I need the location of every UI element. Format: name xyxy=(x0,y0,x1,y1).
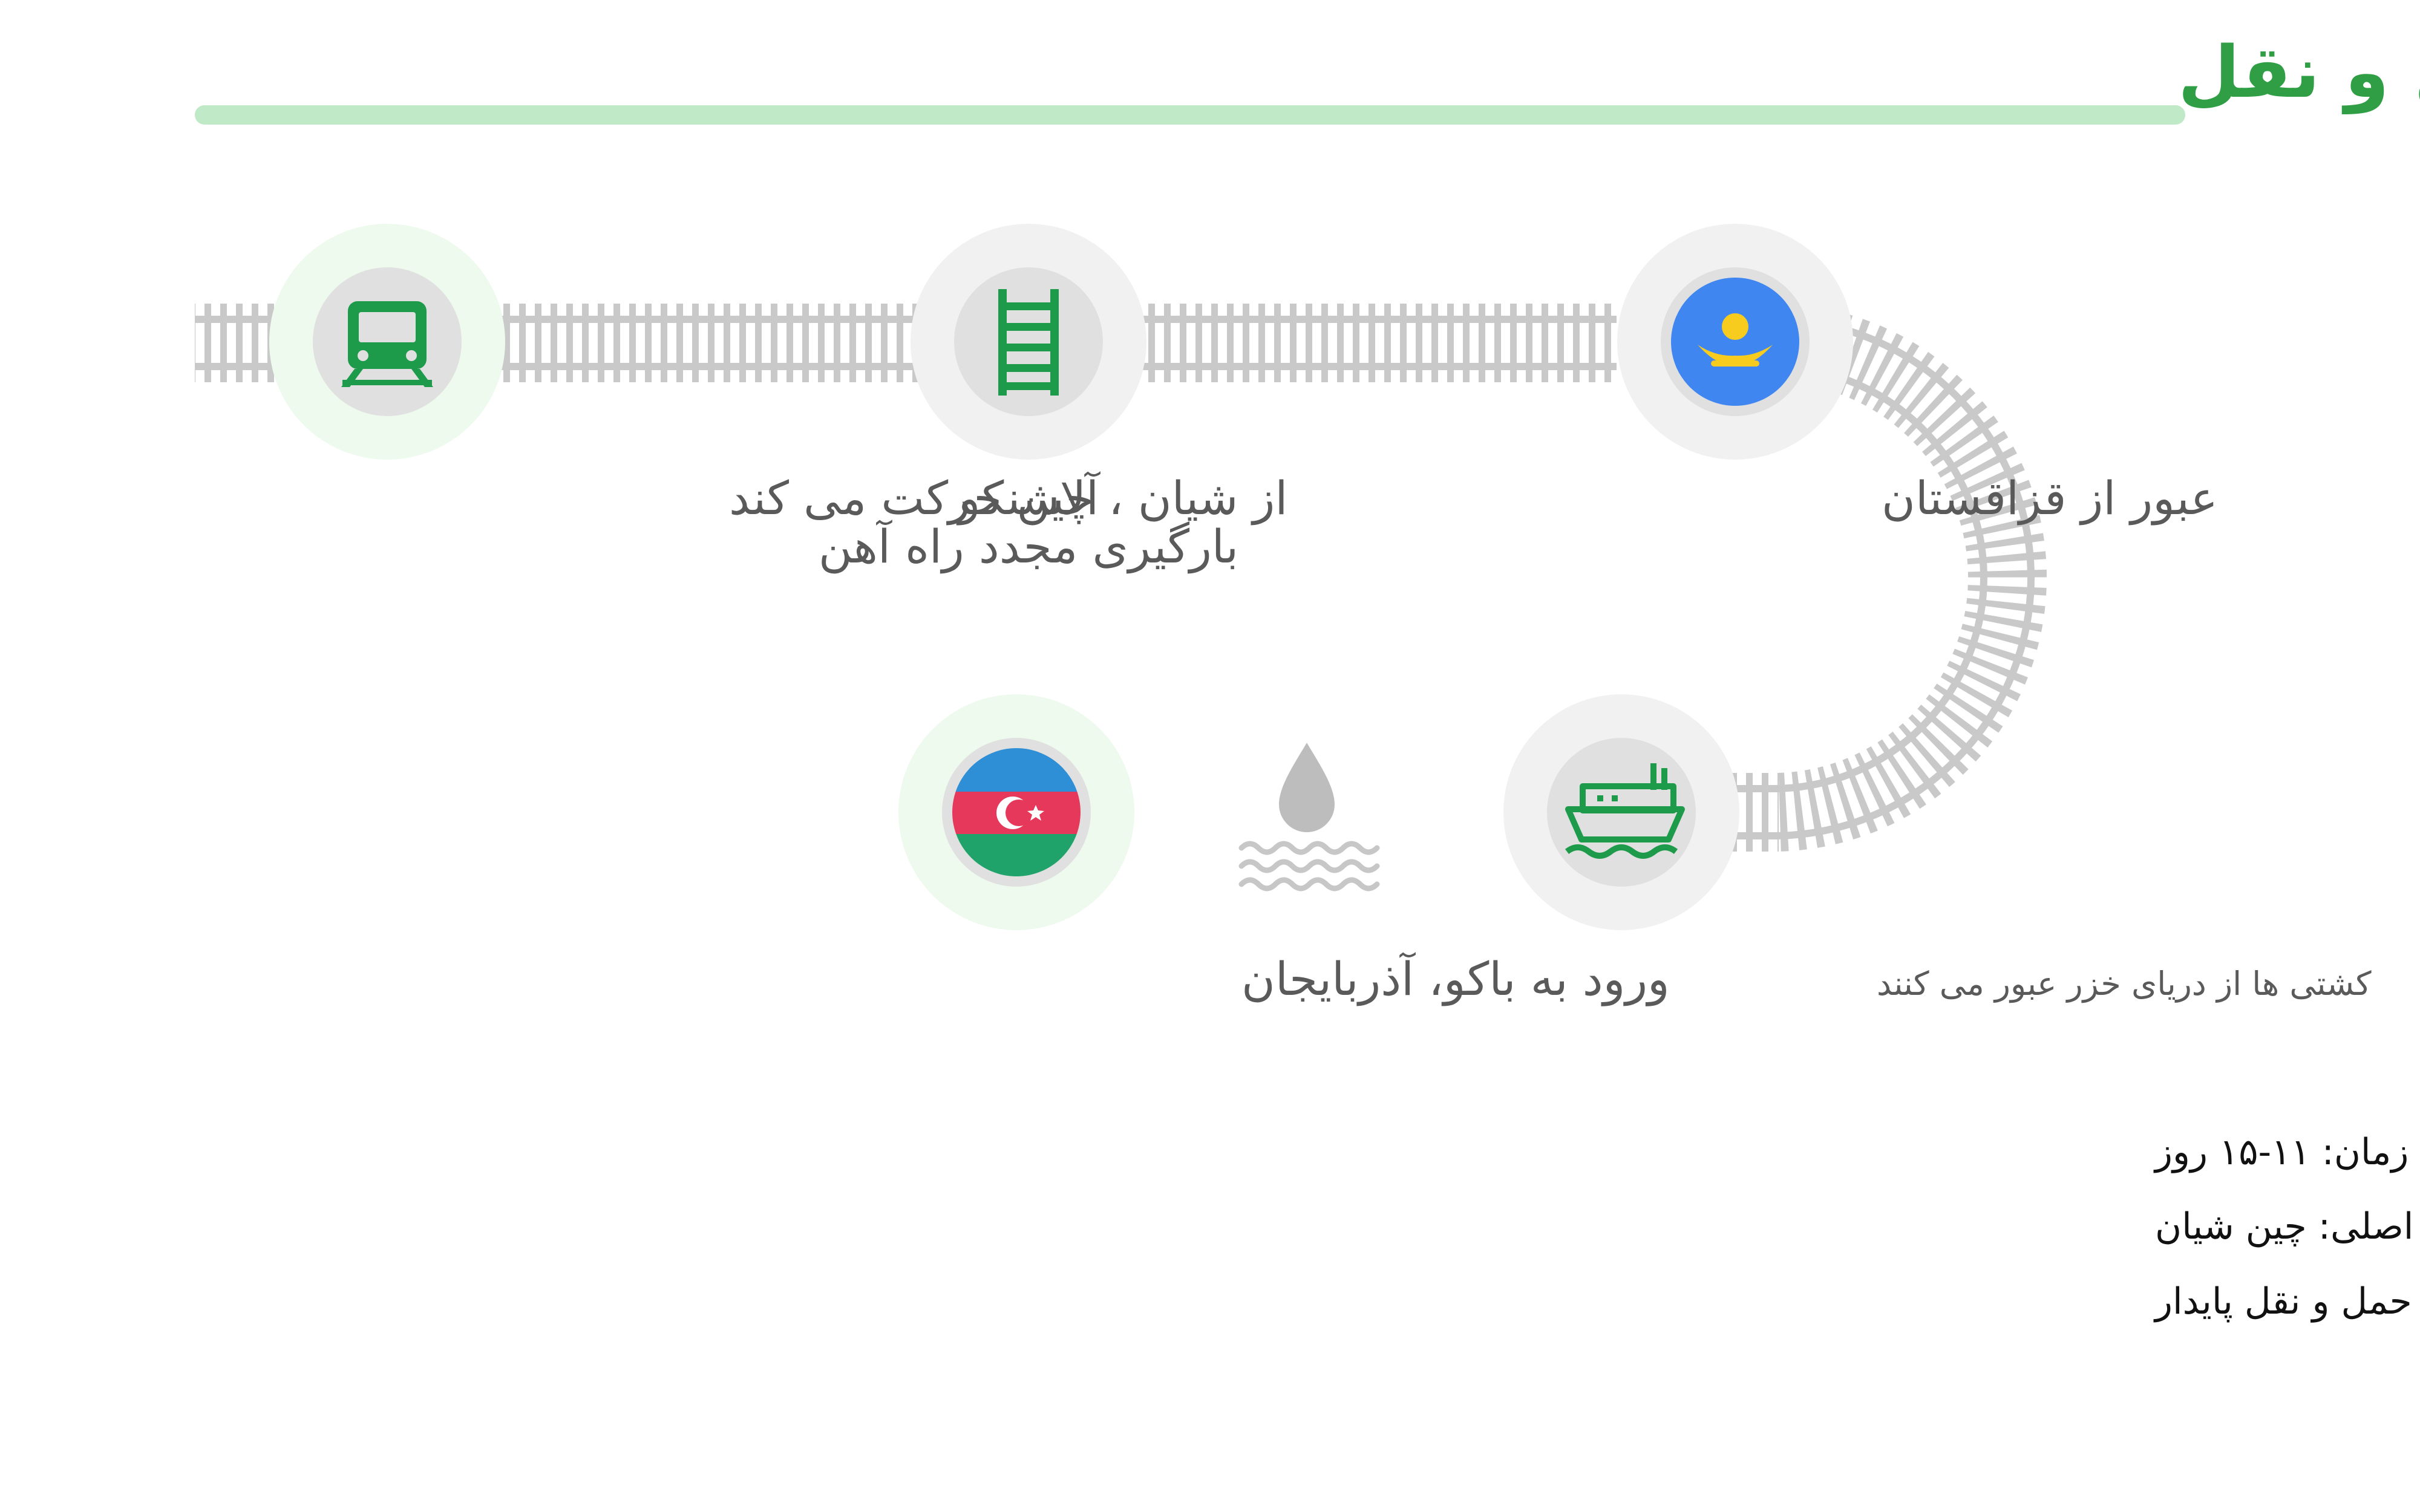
water-drop-icon xyxy=(1238,743,1380,891)
train-icon xyxy=(341,301,433,387)
railway-track-icon xyxy=(998,289,1059,396)
info-advantages: و اتصال بدون درز در کل فرآیند ro-ro مزای… xyxy=(2153,1279,2420,1323)
label-baku: ورود به باکو، آذربایجان xyxy=(1241,952,1670,1006)
label-alashankou-name: آلاشنکو xyxy=(956,471,1100,526)
kazakhstan-flag-icon xyxy=(1671,278,1799,406)
station-kazakhstan xyxy=(1617,224,1853,460)
info-duration: مدت زمان: ۱۱-۱۵ روز xyxy=(2153,1131,2420,1173)
station-caspian xyxy=(1503,694,1739,930)
railway-track-bottom xyxy=(1730,773,1779,852)
page-title: خطوط حمل و نقل xyxy=(2178,30,2420,114)
info-route: قزاقستان - (بندر آکتائو) - آذربایجان (با… xyxy=(2155,1204,2420,1248)
title-underline xyxy=(195,105,2185,125)
label-caspian: کشتی ها از دریای خزر عبور می کنند xyxy=(1877,965,2372,1003)
label-alashankou-reload: بارگیری مجدد راه آهن xyxy=(819,520,1238,574)
station-xian xyxy=(269,224,505,460)
azerbaijan-flag-icon xyxy=(952,748,1081,876)
label-kazakhstan: عبور از قزاقستان xyxy=(1882,471,2218,526)
station-baku xyxy=(898,694,1134,930)
station-alashankou xyxy=(911,224,1146,460)
ship-icon xyxy=(1565,763,1685,859)
label-xian: از شیان ، چین حرکت می کند xyxy=(729,471,1287,526)
railway-track-curve xyxy=(1772,304,2047,852)
